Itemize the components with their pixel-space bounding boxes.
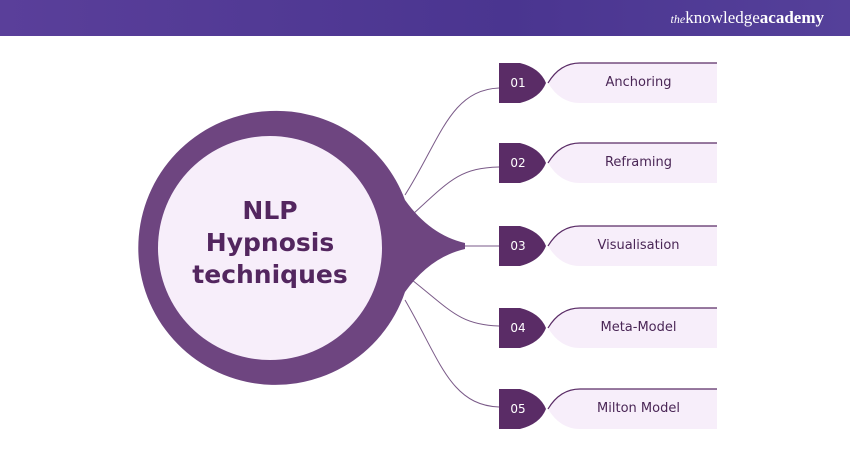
- item-label-box: [548, 389, 717, 429]
- item-number-badge: [499, 308, 546, 348]
- logo-suffix: academy: [759, 8, 824, 27]
- item-number: 01: [510, 76, 526, 90]
- item-number-badge: [499, 143, 546, 183]
- logo-name: knowledge: [685, 8, 760, 27]
- title-line: NLP: [242, 196, 298, 225]
- item-label: Anchoring: [605, 75, 672, 90]
- item-label-edge: [547, 307, 717, 329]
- item-number: 04: [510, 321, 526, 335]
- title-line: techniques: [192, 260, 348, 289]
- item-label-edge: [547, 142, 717, 164]
- connector-1: [404, 87, 500, 196]
- item-number: 03: [510, 239, 526, 253]
- item-label-edge: [547, 388, 717, 410]
- item-label: Visualisation: [597, 238, 680, 253]
- brand-logo[interactable]: theknowledgeacademy: [671, 8, 824, 28]
- item-label-box: [548, 226, 717, 266]
- logo-prefix: the: [670, 12, 686, 26]
- circle-inner: [158, 136, 382, 360]
- item-label-edge: [547, 62, 717, 84]
- item-label-box: [548, 308, 717, 348]
- item-number-badge: [499, 63, 546, 103]
- item-number: 02: [510, 156, 526, 170]
- item-label: Meta-Model: [600, 320, 677, 335]
- title-line: Hypnosis: [205, 228, 335, 257]
- item-label-box: [548, 63, 717, 103]
- connector-4: [411, 279, 500, 327]
- item-label-box: [548, 143, 717, 183]
- header-bar: theknowledgeacademy: [0, 0, 850, 36]
- connectors: [404, 87, 500, 408]
- item-number: 05: [510, 402, 526, 416]
- item-number-badge: [499, 226, 546, 266]
- connector-5: [404, 299, 500, 408]
- item-number-badge: [499, 389, 546, 429]
- connector-2: [411, 166, 500, 216]
- center-title: NLP Hypnosis techniques: [170, 195, 370, 291]
- item-label: Milton Model: [597, 401, 680, 416]
- item-label: Reframing: [604, 155, 673, 170]
- item-label-edge: [547, 225, 717, 247]
